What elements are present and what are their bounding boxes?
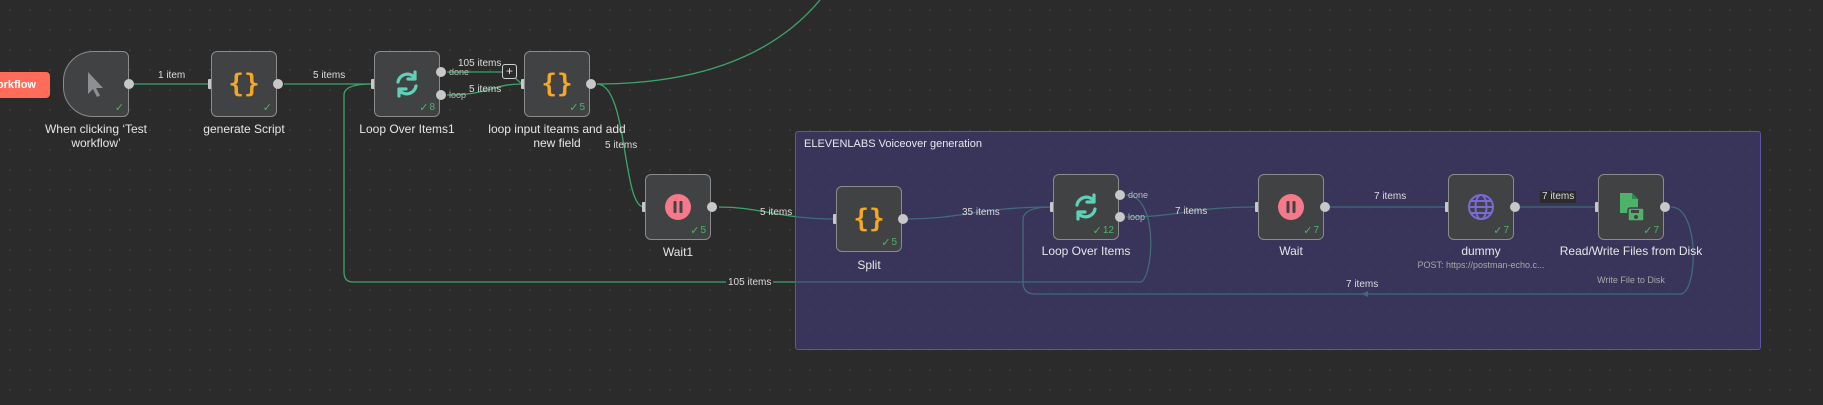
node-subtitle: POST: https://postman-echo.c... (1417, 260, 1545, 270)
input-port[interactable] (642, 202, 646, 212)
output-port-done[interactable] (1115, 190, 1125, 200)
input-port[interactable] (371, 79, 375, 89)
node-loop-over-items[interactable]: ✓12 (1053, 174, 1119, 240)
edge-label: 105 items (726, 277, 774, 289)
output-port[interactable] (124, 79, 134, 89)
edge-label: 35 items (962, 207, 1000, 218)
node-group-elevenlabs[interactable]: ELEVENLABS Voiceover generation (795, 131, 1761, 350)
node-label: Split (857, 258, 881, 272)
success-count: ✓5 (569, 102, 585, 114)
output-port[interactable] (1660, 202, 1670, 212)
output-port[interactable] (1510, 202, 1520, 212)
input-port[interactable] (833, 214, 837, 224)
output-port-loop[interactable] (436, 90, 446, 100)
node-label: generate Script (203, 122, 285, 136)
success-check-icon: ✓ (262, 102, 272, 114)
input-port[interactable] (1595, 202, 1599, 212)
edge-label: 5 items (605, 140, 638, 151)
code-braces-icon: {} (228, 69, 260, 99)
output-port[interactable] (273, 79, 283, 89)
node-manual-trigger[interactable]: ✓ (63, 51, 129, 117)
output-port-loop[interactable] (1115, 212, 1125, 222)
pause-icon (646, 175, 710, 239)
output-port[interactable] (898, 214, 908, 224)
output-port[interactable] (586, 79, 596, 89)
edge-label: 7 items (1540, 191, 1577, 203)
node-loop-input-items[interactable]: {} ✓5 (524, 51, 590, 117)
node-dummy-http[interactable]: ✓7 (1448, 174, 1514, 240)
edge-label: 105 items (458, 58, 502, 69)
input-port[interactable] (1050, 202, 1054, 212)
success-count: ✓5 (690, 225, 706, 237)
port-label-done: done (1128, 190, 1149, 200)
output-port[interactable] (707, 202, 717, 212)
port-label-loop: loop (1128, 212, 1146, 222)
edge-label: 1 item (158, 70, 186, 81)
node-loop-over-items1[interactable]: ✓8 (374, 51, 440, 117)
edge-label: 7 items (1175, 206, 1208, 217)
node-label: Loop Over Items1 (359, 122, 455, 136)
success-count: ✓12 (1092, 225, 1114, 237)
file-disk-icon (1599, 175, 1663, 239)
node-label: When clicking ‘Test workflow’ (44, 122, 148, 150)
output-port[interactable] (1320, 202, 1330, 212)
node-split[interactable]: {} ✓5 (836, 186, 902, 252)
output-port-done[interactable] (436, 67, 446, 77)
cursor-icon (64, 52, 128, 116)
node-wait[interactable]: ✓7 (1258, 174, 1324, 240)
edge-label: 5 items (313, 70, 346, 81)
test-workflow-button[interactable]: orkflow (0, 72, 50, 98)
success-count: ✓7 (1493, 225, 1509, 237)
add-node-button[interactable]: + (502, 64, 517, 79)
edge-label: 5 items (760, 207, 793, 218)
edge-label: 7 items (1346, 279, 1379, 290)
node-subtitle: Write File to Disk (1597, 275, 1665, 285)
edge-label: 5 items (469, 84, 502, 95)
success-count: ✓7 (1643, 225, 1659, 237)
input-port[interactable] (521, 79, 525, 89)
success-count: ✓5 (881, 237, 897, 249)
loop-icon (375, 52, 439, 116)
node-label: Read/Write Files from Disk (1559, 244, 1703, 258)
node-label: Wait1 (662, 245, 694, 259)
node-label: Loop Over Items (1041, 244, 1131, 258)
edge-loop-input-to-loop1-return (596, 0, 821, 85)
node-wait1[interactable]: ✓5 (645, 174, 711, 240)
success-count: ✓7 (1303, 225, 1319, 237)
port-label-done: done (449, 67, 470, 77)
group-title: ELEVENLABS Voiceover generation (804, 138, 982, 150)
input-port[interactable] (1445, 202, 1449, 212)
globe-icon (1449, 175, 1513, 239)
loop-icon (1054, 175, 1118, 239)
code-braces-icon: {} (853, 204, 885, 234)
success-count: ✓8 (419, 102, 435, 114)
node-generate-script[interactable]: {} ✓ (211, 51, 277, 117)
pause-icon (1259, 175, 1323, 239)
code-braces-icon: {} (541, 69, 573, 99)
node-read-write-files[interactable]: ✓7 (1598, 174, 1664, 240)
node-label: Wait (1279, 244, 1303, 258)
input-port[interactable] (208, 79, 212, 89)
port-label-loop: loop (449, 90, 467, 100)
node-label: loop input iteams and add new field (488, 122, 626, 150)
input-port[interactable] (1255, 202, 1259, 212)
edge-label: 7 items (1374, 191, 1407, 202)
success-check-icon: ✓ (114, 102, 124, 114)
node-label: dummy (1461, 244, 1501, 258)
